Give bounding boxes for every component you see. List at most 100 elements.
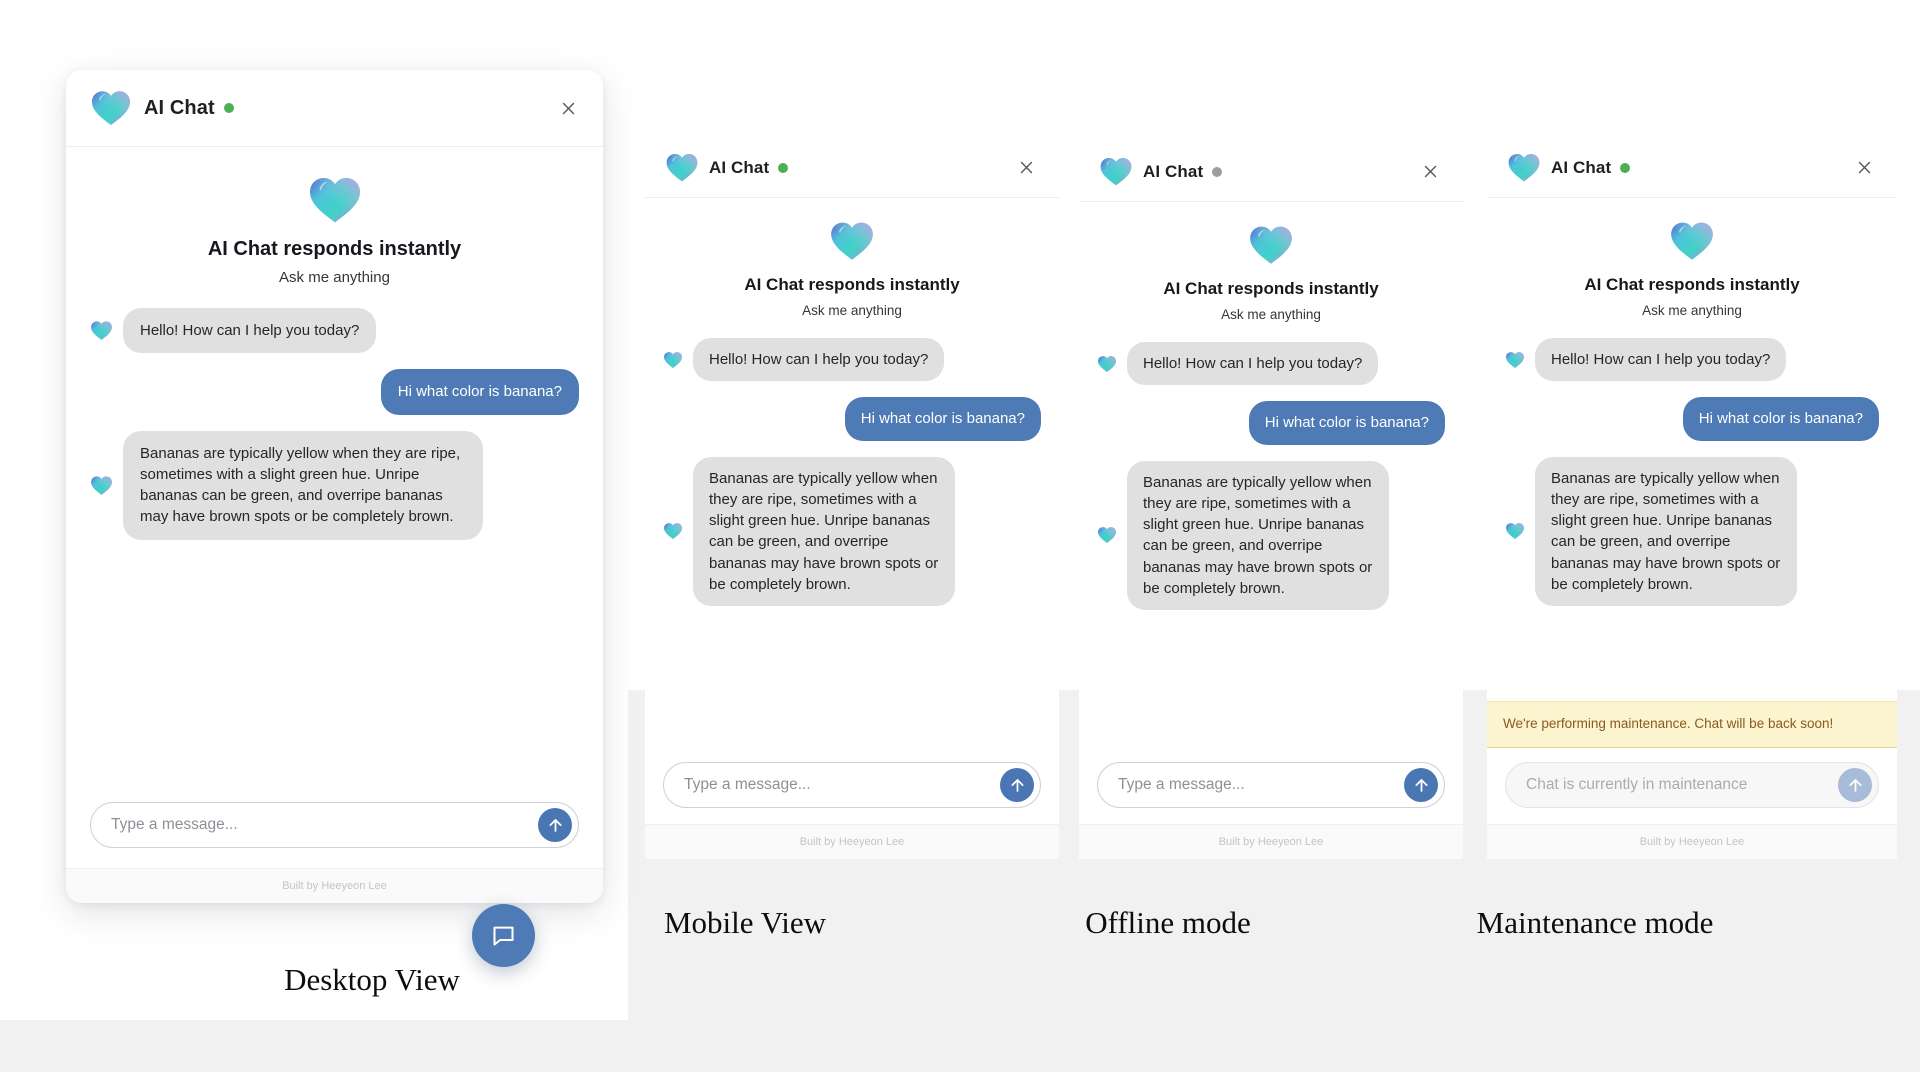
message-input[interactable]: [111, 816, 538, 834]
chat-panel-maintenance: AI Chat AI Chat responds instantly Ask m…: [1487, 138, 1897, 859]
message-input-wrap: [1505, 762, 1879, 808]
message-row-bot: Bananas are typically yellow when they a…: [90, 430, 579, 540]
status-indicator-online: [223, 103, 234, 113]
intro-title: AI Chat responds instantly: [1584, 275, 1800, 294]
message-list: AI Chat responds instantly Ask me anythi…: [1487, 198, 1897, 702]
gradient-heart-icon: [1097, 355, 1117, 373]
gradient-heart-icon: [1505, 351, 1525, 369]
gradient-heart-icon: [90, 320, 113, 341]
status-indicator-online: [1620, 162, 1631, 173]
close-icon[interactable]: [1417, 159, 1443, 185]
message-bubble-bot: Hello! How can I help you today?: [1535, 338, 1787, 382]
messages-container: Hello! How can I help you today? Hi what…: [663, 338, 1041, 622]
gradient-heart-icon: [1099, 156, 1133, 187]
intro-subtitle: Ask me anything: [279, 269, 390, 286]
intro-title: AI Chat responds instantly: [207, 238, 462, 260]
panel-title: AI Chat: [144, 96, 215, 119]
panel-footer: Built by Heeyeon Lee: [66, 868, 603, 903]
message-bubble-bot: Hello! How can I help you today?: [693, 338, 945, 382]
arrow-up-icon[interactable]: [538, 808, 572, 842]
close-icon[interactable]: [555, 95, 581, 121]
chat-panel-desktop: AI Chat AI Chat responds instantly Ask m…: [66, 70, 603, 903]
caption-desktop-view: Desktop View: [284, 962, 460, 997]
panel-header: AI Chat: [645, 138, 1059, 198]
gradient-heart-icon: [307, 175, 363, 225]
message-bubble-bot: Bananas are typically yellow when they a…: [123, 430, 483, 540]
arrow-up-icon: [1838, 768, 1872, 802]
message-bubble-user: Hi what color is banana?: [380, 369, 579, 415]
intro-subtitle: Ask me anything: [1642, 303, 1742, 318]
message-row-bot: Hello! How can I help you today?: [90, 308, 579, 354]
message-bubble-bot: Bananas are typically yellow when they a…: [1535, 456, 1797, 607]
messages-container: Hello! How can I help you today? Hi what…: [1505, 338, 1879, 622]
message-bubble-user: Hi what color is banana?: [844, 397, 1041, 441]
message-bubble-bot: Bananas are typically yellow when they a…: [1127, 460, 1389, 611]
message-list: AI Chat responds instantly Ask me anythi…: [66, 147, 603, 784]
composer: [1487, 748, 1897, 824]
gradient-heart-icon: [1097, 526, 1117, 544]
message-row-bot: Bananas are typically yellow when they a…: [663, 456, 1041, 607]
message-bubble-bot: Bananas are typically yellow when they a…: [693, 456, 955, 607]
status-indicator-offline: [1212, 166, 1223, 177]
message-bubble-user: Hi what color is banana?: [1682, 397, 1879, 441]
close-icon[interactable]: [1851, 155, 1877, 181]
intro-block: AI Chat responds instantly Ask me anythi…: [1505, 220, 1879, 318]
intro-subtitle: Ask me anything: [1221, 307, 1321, 322]
messages-container: Hello! How can I help you today? Hi what…: [90, 308, 579, 556]
arrow-up-icon[interactable]: [1404, 768, 1438, 802]
message-row-user: Hi what color is banana?: [1505, 397, 1879, 441]
message-list: AI Chat responds instantly Ask me anythi…: [1079, 202, 1463, 746]
chat-panel-offline: AI Chat AI Chat responds instantly Ask m…: [1079, 142, 1463, 859]
message-row-user: Hi what color is banana?: [663, 397, 1041, 441]
message-input-wrap[interactable]: [90, 802, 579, 848]
chat-bubble-icon[interactable]: [472, 904, 535, 967]
message-input[interactable]: [684, 776, 1000, 794]
panel-header: AI Chat: [1487, 138, 1897, 198]
panel-footer: Built by Heeyeon Lee: [1079, 824, 1463, 859]
gradient-heart-icon: [665, 152, 699, 183]
status-indicator-online: [778, 162, 789, 173]
caption-mobile-view: Mobile View: [663, 905, 827, 940]
close-icon[interactable]: [1013, 155, 1039, 181]
arrow-up-icon[interactable]: [1000, 768, 1034, 802]
message-input: [1526, 776, 1838, 794]
chat-panel-mobile: AI Chat AI Chat responds instantly Ask m…: [645, 138, 1059, 859]
message-input[interactable]: [1118, 776, 1404, 794]
message-bubble-bot: Hello! How can I help you today?: [123, 308, 377, 354]
gradient-heart-icon: [1505, 522, 1525, 540]
message-bubble-bot: Hello! How can I help you today?: [1127, 342, 1379, 386]
gradient-heart-icon: [663, 351, 683, 369]
intro-block: AI Chat responds instantly Ask me anythi…: [90, 175, 579, 286]
message-row-user: Hi what color is banana?: [90, 369, 579, 415]
panel-header: AI Chat: [1079, 142, 1463, 202]
gradient-heart-icon: [663, 522, 683, 540]
panel-title: AI Chat: [1551, 157, 1612, 177]
panel-footer: Built by Heeyeon Lee: [1487, 824, 1897, 859]
gradient-heart-icon: [1248, 224, 1294, 266]
message-row-bot: Bananas are typically yellow when they a…: [1097, 460, 1445, 611]
message-row-bot: Hello! How can I help you today?: [663, 338, 1041, 382]
intro-block: AI Chat responds instantly Ask me anythi…: [663, 220, 1041, 318]
intro-subtitle: Ask me anything: [802, 303, 902, 318]
message-input-wrap[interactable]: [663, 762, 1041, 808]
panel-title: AI Chat: [1143, 161, 1204, 181]
message-input-wrap[interactable]: [1097, 762, 1445, 808]
message-row-bot: Hello! How can I help you today?: [1097, 342, 1445, 386]
intro-title: AI Chat responds instantly: [744, 275, 960, 294]
panel-header: AI Chat: [66, 70, 603, 147]
panel-footer: Built by Heeyeon Lee: [645, 824, 1059, 859]
composer: [1079, 746, 1463, 824]
message-row-user: Hi what color is banana?: [1097, 401, 1445, 445]
message-bubble-user: Hi what color is banana?: [1248, 401, 1445, 445]
maintenance-banner: We're performing maintenance. Chat will …: [1487, 701, 1897, 748]
gradient-heart-icon: [1507, 152, 1541, 183]
gradient-heart-icon: [1669, 220, 1715, 262]
intro-title: AI Chat responds instantly: [1163, 279, 1379, 298]
message-row-bot: Hello! How can I help you today?: [1505, 338, 1879, 382]
composer: [66, 784, 603, 868]
message-list: AI Chat responds instantly Ask me anythi…: [645, 198, 1059, 746]
intro-block: AI Chat responds instantly Ask me anythi…: [1097, 224, 1445, 322]
caption-maintenance-mode: Maintenance mode: [1476, 905, 1714, 940]
messages-container: Hello! How can I help you today? Hi what…: [1097, 342, 1445, 626]
